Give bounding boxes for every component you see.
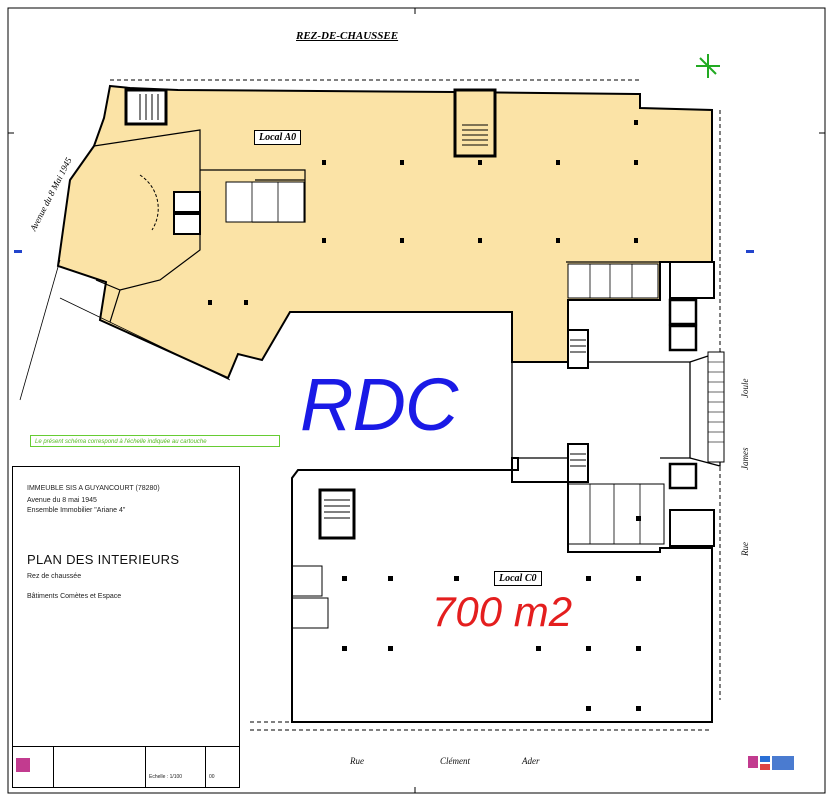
stair-mid-treads (570, 339, 586, 467)
area-label: 700 m2 (432, 588, 573, 635)
rdc-label: RDC (300, 363, 458, 446)
section-markers (14, 250, 754, 253)
local-c-rooms (291, 565, 329, 629)
ensemble-line: Ensemble Immobilier "Ariane 4" (27, 507, 126, 514)
scale-note: Le présent schéma correspond à l'échelle… (30, 435, 280, 447)
stair-treads (462, 124, 488, 146)
stair-mid (567, 329, 589, 369)
building-line: IMMEUBLE SIS A GUYANCOURT (78280) (27, 485, 160, 492)
street-bottom-1: Rue (350, 756, 364, 766)
sanitary-blocks (225, 181, 665, 545)
title-block: IMMEUBLE SIS A GUYANCOURT (78280) Avenue… (12, 466, 240, 788)
exterior-step-lines (708, 361, 724, 443)
avenue-line (19, 259, 61, 401)
stair-low (567, 443, 589, 483)
elevator-b (173, 213, 201, 235)
footer-scale: Echelle : 1/100 (145, 747, 205, 787)
address-line: Avenue du 8 mai 1945 (27, 497, 97, 504)
arc-path (139, 174, 159, 231)
title-block-footer: Echelle : 1/100 00 (13, 746, 239, 787)
local-a-floor (56, 84, 713, 380)
sheet-frame (7, 7, 826, 794)
compass-icon (696, 54, 720, 78)
stair-west-treads (139, 94, 159, 120)
scale-text: Echelle : 1/100 (149, 774, 183, 780)
shafts-right (668, 261, 715, 547)
level-line: Rez de chaussée (27, 573, 82, 580)
street-right-2: James (740, 447, 750, 471)
index-text: 00 (209, 774, 215, 780)
local-a-label: Local A0 (254, 130, 302, 145)
stair-c-treads (324, 499, 350, 519)
footer-logo (13, 747, 53, 787)
footer-notes (53, 747, 145, 787)
sanitary-partitions (251, 182, 641, 544)
street-right-1: Rue (740, 542, 750, 556)
buildings-line: Bâtiments Comètes et Espace (27, 593, 122, 600)
street-right-3: Joule (740, 378, 750, 399)
exterior-steps (707, 351, 725, 463)
columns-a (208, 120, 638, 305)
plan-heading: PLAN DES INTERIEURS (27, 552, 180, 567)
stair-top (453, 88, 497, 158)
footer-logo-mark (16, 758, 30, 772)
stair-c (318, 488, 356, 540)
footer-index: 00 (205, 747, 241, 787)
local-c-floor (291, 457, 713, 723)
street-bottom-3: Ader (522, 756, 540, 766)
elevator-a (173, 191, 201, 213)
local-c-label: Local C0 (494, 571, 542, 586)
company-logo (748, 756, 794, 770)
plan-title: REZ-DE-CHAUSSEE (296, 30, 399, 42)
street-bottom-2: Clément (440, 756, 470, 766)
avenue-line-2 (59, 297, 231, 381)
